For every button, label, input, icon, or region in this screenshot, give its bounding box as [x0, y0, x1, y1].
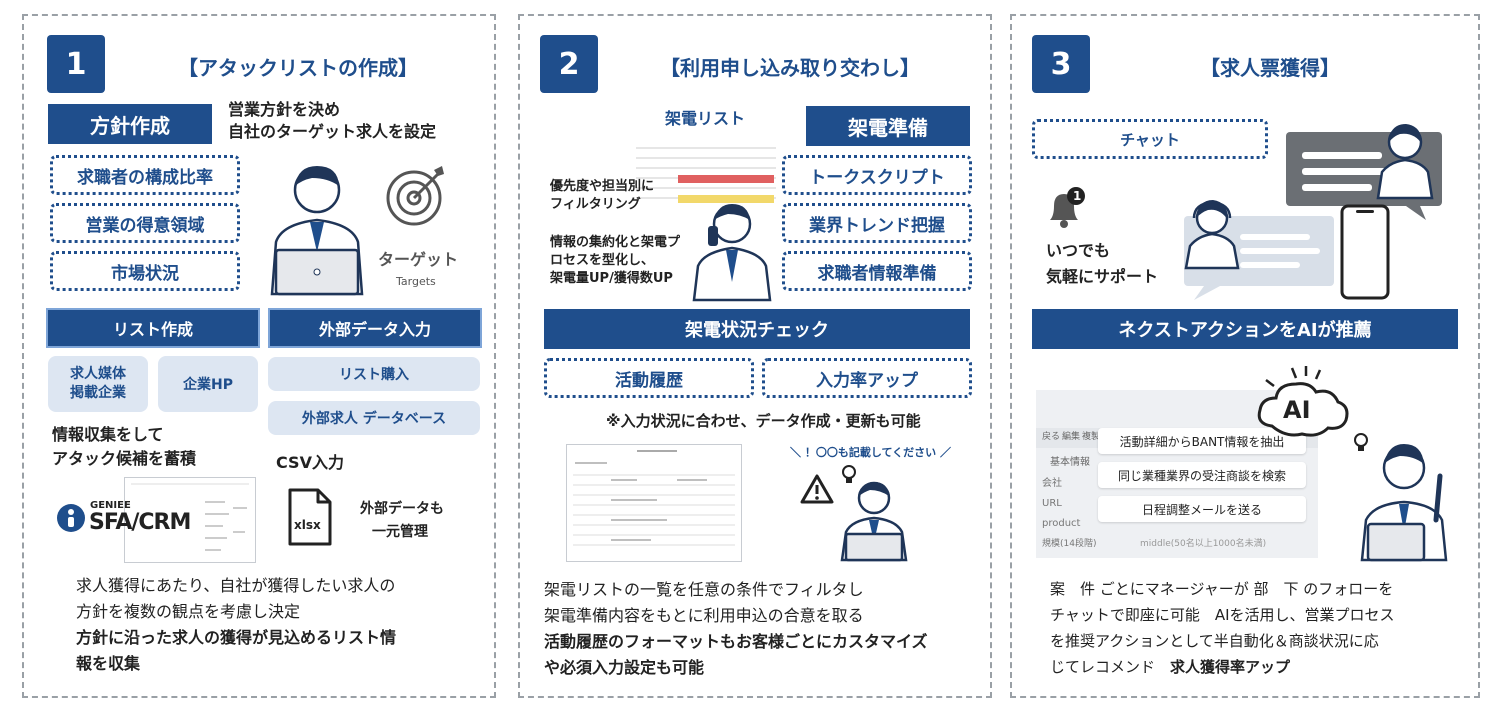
panel-attack-list — [22, 14, 496, 698]
ai-cloud-icon — [1257, 366, 1349, 437]
support-operator-illustration — [1184, 200, 1240, 270]
step-number-2: 2 — [540, 35, 598, 93]
info-text-1: 情報の集約化と架電プ — [550, 235, 681, 250]
prep-talk-script: トークスクリプト — [782, 155, 972, 195]
businessman-laptop-illustration-2 — [840, 481, 908, 562]
next-action-header: ネクストアクションをAIが推薦 — [1032, 309, 1458, 349]
panel3-summary-1: 案 件 ごとにマネージャーが 部 下 のフォローを — [1050, 580, 1394, 598]
policy-label: 方針作成 — [48, 104, 212, 144]
xlsx-file-icon — [288, 488, 332, 546]
crm-field-product: product — [1042, 518, 1081, 529]
panel2-title: 【利用申し込み取り交わし】 — [660, 56, 920, 80]
xlsx-label: xlsx — [294, 518, 321, 532]
speech-note: ＼ ！〇〇も記載してください ／ — [790, 446, 951, 459]
ai-suggestion-email[interactable]: 日程調整メールを送る — [1098, 496, 1306, 522]
collect-text-2: アタック候補を蓄積 — [52, 449, 197, 468]
crm-button-back[interactable]: 戻る — [1042, 432, 1061, 442]
prep-industry-trends: 業界トレンド把握 — [782, 203, 972, 243]
ai-label: AI — [1283, 396, 1311, 424]
info-text-2: ロセスを型化し、 — [550, 253, 655, 268]
info-text-3: 架電量UP/獲得数UP — [550, 271, 673, 286]
crm-field-scale: 規模(14段階) — [1042, 539, 1097, 549]
sheet-lines — [131, 483, 249, 551]
crm-scale-value: middle(50名以上1000名未満) — [1140, 539, 1267, 549]
businessman-pointing-illustration — [1360, 444, 1448, 562]
external-mgmt-2: 一元管理 — [372, 524, 428, 540]
list-purchase: リスト購入 — [268, 357, 480, 391]
panel3-summary-2: チャットで即座に可能 AIを活用し、営業プロセス — [1050, 606, 1395, 624]
chat-box: チャット — [1032, 119, 1268, 159]
input-rate-box: 入力率アップ — [762, 358, 972, 398]
panel1-summary-1: 求人獲得にあたり、自社が獲得したい求人の — [76, 576, 396, 595]
smartphone-icon — [1340, 204, 1390, 300]
source-company-hp: 企業HP — [158, 356, 258, 412]
panel2-summary-1: 架電リストの一覧を任意の条件でフィルタし — [544, 580, 864, 599]
sfa-screen-thumbnail — [124, 477, 256, 563]
prep-candidate-info: 求職者情報準備 — [782, 251, 972, 291]
panel1-summary-4: 報を収集 — [76, 654, 141, 673]
panel1-summary-2: 方針を複数の観点を考慮し決定 — [76, 602, 301, 621]
panel2-summary-4: や必須入力設定も可能 — [544, 658, 705, 677]
panel-application — [518, 14, 992, 698]
call-list-label: 架電リスト — [665, 109, 746, 128]
target-label: ターゲット — [378, 250, 459, 269]
bulb-icon — [842, 465, 856, 483]
filter-text-1: 優先度や担当別に — [550, 179, 655, 194]
policy-desc-1: 営業方針を決め — [228, 100, 341, 119]
panel2-summary-2: 架電準備内容をもとに利用申込の合意を取る — [544, 606, 864, 625]
list-create-header: リスト作成 — [46, 308, 260, 348]
sfa-name: SFA/CRM — [89, 510, 191, 535]
businessman-laptop-illustration — [270, 166, 364, 296]
panel1-summary-3: 方針に沿った求人の獲得が見込めるリスト情 — [76, 628, 397, 647]
csv-input-label: CSV入力 — [276, 453, 344, 472]
external-job-db: 外部求人 データベース — [268, 401, 480, 435]
panel3-summary-3: を推奨アクションとして半自動化＆商談状況に応 — [1050, 632, 1379, 650]
activity-form-thumbnail — [566, 444, 742, 562]
crm-section-basic: 基本情報 — [1050, 457, 1090, 468]
target-sub: Targets — [396, 275, 436, 288]
support-text-1: いつでも — [1046, 241, 1111, 260]
crm-button-copy[interactable]: 複製 — [1082, 432, 1101, 442]
panel-job-order — [1010, 14, 1480, 698]
activity-history-box: 活動履歴 — [544, 358, 754, 398]
panel3-title: 【求人票獲得】 — [1200, 56, 1340, 80]
notification-badge: 1 — [1073, 189, 1082, 203]
target-icon — [386, 166, 444, 226]
panel2-note: ※入力状況に合わせ、データ作成・更新も可能 — [606, 412, 921, 430]
filter-text-2: フィルタリング — [550, 197, 641, 212]
support-text-2: 気軽にサポート — [1046, 267, 1159, 286]
step-number-1: 1 — [47, 35, 105, 93]
crm-button-edit[interactable]: 編集 — [1062, 432, 1081, 442]
panel3-summary-4a: じてレコメンド — [1050, 658, 1171, 676]
bulb-icon-2 — [1354, 433, 1368, 451]
policy-desc-2: 自社のターゲット求人を設定 — [228, 122, 437, 141]
businessman-phone-illustration — [692, 204, 772, 302]
warning-icon — [800, 474, 834, 504]
factor-candidate-ratio: 求職者の構成比率 — [50, 155, 240, 195]
external-mgmt-1: 外部データも — [360, 501, 444, 517]
collect-text-1: 情報収集をして — [52, 425, 164, 444]
step-number-3: 3 — [1032, 35, 1090, 93]
crm-field-url: URL — [1042, 498, 1062, 509]
call-prep-label: 架電準備 — [806, 106, 970, 146]
geniee-logo-icon — [57, 504, 85, 532]
bell-notification-icon — [1050, 187, 1085, 228]
panel3-summary-4b: 求人獲得率アップ — [1170, 658, 1291, 676]
factor-market: 市場状況 — [50, 251, 240, 291]
ai-suggestion-bant[interactable]: 活動詳細からBANT情報を抽出 — [1098, 428, 1306, 454]
call-list-sheet — [636, 140, 776, 210]
woman-surprised-illustration — [1376, 124, 1434, 200]
panel3-summary-4: じてレコメンド 求人獲得率アップ — [1050, 654, 1290, 680]
source-job-media: 求人媒体 掲載企業 — [48, 356, 148, 412]
call-status-check-header: 架電状況チェック — [544, 309, 970, 349]
ai-suggestion-search[interactable]: 同じ業種業界の受注商談を検索 — [1098, 462, 1306, 488]
external-input-header: 外部データ入力 — [268, 308, 482, 348]
sfa-brand: GENIEE — [90, 500, 131, 511]
panel2-summary-3: 活動履歴のフォーマットもお客様ごとにカスタマイズ — [544, 632, 928, 651]
crm-field-company: 会社 — [1042, 478, 1062, 489]
factor-sales-strength: 営業の得意領域 — [50, 203, 240, 243]
panel1-title: 【アタックリストの作成】 — [178, 56, 418, 80]
form-lines — [573, 450, 735, 546]
